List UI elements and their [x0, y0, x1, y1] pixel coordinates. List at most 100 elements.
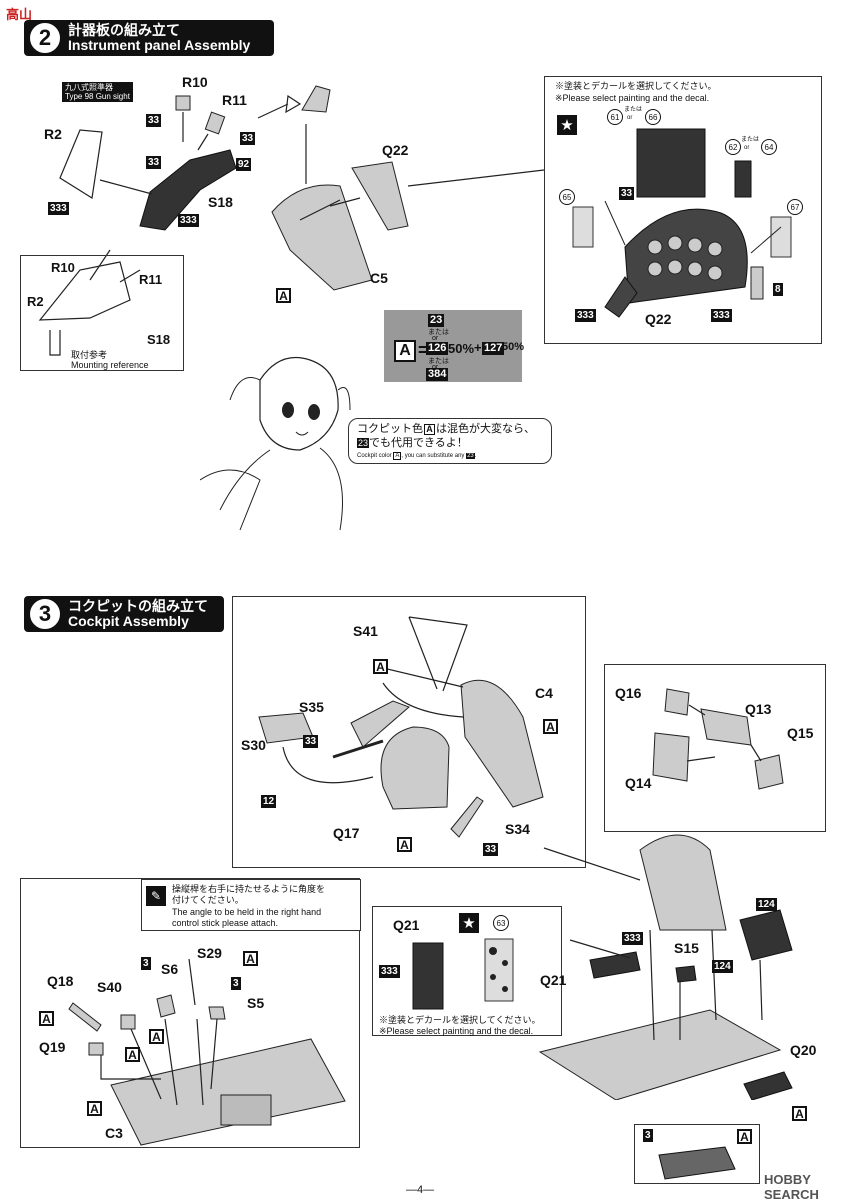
part-s15-shape	[675, 965, 697, 983]
label-c5: C5	[370, 270, 388, 286]
decal-61: 61	[607, 109, 623, 125]
label-s5: S5	[247, 995, 265, 1011]
mix-or-jp-2: または	[428, 358, 449, 365]
mix-color-a: A	[394, 340, 416, 362]
mix-code-23: 23	[428, 314, 445, 327]
pencil-icon: ✎	[146, 886, 166, 906]
watermark-top: 高山	[6, 7, 33, 22]
color-a-q20: A	[792, 1106, 807, 1121]
q21-decal-panel: Q21 ★ 63 333 ※塗装とデカールを選択してください。 ※Please …	[372, 906, 562, 1036]
mix-code-126: 126	[426, 342, 449, 355]
label-c4: C4	[535, 685, 553, 701]
speech-en-code-23: 23	[466, 453, 475, 459]
label-r11-ref: R11	[139, 272, 163, 287]
label-q13: Q13	[745, 701, 772, 717]
gunsight-tag-jp: 九八式照準器	[65, 83, 113, 92]
decal-sheet-side	[734, 160, 752, 198]
mounting-ref-jp: 取付参考	[71, 350, 108, 360]
decal-67: 67	[787, 199, 803, 215]
stick-note-jp-1: 操縦桿を右手に持たせるように角度を	[172, 884, 326, 894]
part-r11-shape	[204, 111, 226, 135]
code-33-c: 33	[146, 156, 162, 169]
label-s41: S41	[353, 623, 378, 639]
label-r10: R10	[182, 74, 208, 90]
speech-color-a: A	[424, 423, 435, 435]
step3-header: 3 コクピットの組み立て Cockpit Assembly	[24, 596, 224, 632]
part-c4-shape	[460, 679, 544, 808]
step3-title-en: Cockpit Assembly	[68, 613, 189, 629]
color-a-s6: A	[149, 1029, 164, 1044]
code-124-a: 124	[712, 960, 733, 973]
mix-or-jp-1: または	[428, 329, 449, 336]
speech-line2: 23でも代用できるよ！	[357, 437, 468, 450]
mix-pct-127: 50%	[502, 341, 525, 353]
seat-assembly-panel: S41 A C4 A S35 33 S30 12 Q17 A S34 33	[232, 596, 586, 868]
or-jp-62: または	[741, 137, 760, 143]
decal-65: 65	[559, 189, 575, 205]
code-33-s34: 33	[483, 843, 499, 856]
color-a-q18: A	[39, 1011, 54, 1026]
mix-plus: +	[474, 340, 482, 355]
label-s30: S30	[241, 737, 266, 753]
label-q22-panel: Q22	[645, 311, 672, 327]
star-icon: ★	[557, 115, 577, 135]
or-en-61: or	[627, 115, 633, 121]
mix-or-en-1: or	[432, 335, 439, 342]
part-c3-shape	[110, 1038, 346, 1146]
code-33-s35: 33	[303, 735, 319, 748]
label-q22: Q22	[382, 142, 409, 158]
speech-jp-1b: は混色が大変なら、	[436, 423, 535, 435]
step3-number: 3	[28, 597, 62, 631]
code-3-q20: 3	[643, 1129, 653, 1142]
mix-code-127: 127	[482, 342, 505, 355]
decal-note-en: ※Please select painting and the decal.	[555, 93, 710, 103]
color-a-c4: A	[543, 719, 558, 734]
cockpit-floor-shape	[538, 1009, 782, 1100]
decal-note-jp: ※塗装とデカールを選択してください。	[555, 81, 717, 91]
label-q17: Q17	[333, 825, 360, 841]
star-icon-q21: ★	[459, 913, 479, 933]
step2-number: 2	[28, 21, 62, 55]
mix-or-en-2: or	[432, 364, 438, 371]
part-q22-shape	[351, 161, 409, 231]
watermark-bottom: HOBBY SEARCH	[764, 1172, 819, 1202]
speech-en: Cockpit color A, you can substitute any …	[357, 452, 477, 460]
color-mix-box: A = 23 または or 126 50% + 127 50% または or 3…	[384, 310, 525, 382]
color-a-s29: A	[243, 951, 258, 966]
mix-code-384: 384	[426, 368, 449, 381]
code-33-a: 33	[146, 114, 162, 127]
label-q18: Q18	[47, 973, 74, 989]
part-q15-shape	[754, 754, 784, 790]
label-r10-ref: R10	[51, 260, 75, 275]
code-33-panel: 33	[619, 187, 635, 200]
stick-note-jp-2: 付けてください。	[172, 895, 244, 905]
part-q14-shape	[652, 732, 690, 782]
mounting-ref-en: Mounting reference	[71, 360, 149, 370]
color-a-c5: A	[276, 288, 291, 303]
decal-65-sheet	[572, 206, 594, 248]
code-3-b: 3	[231, 977, 241, 990]
or-jp-61: または	[624, 107, 643, 113]
speech-code-23: 23	[357, 438, 370, 448]
mix-equals: =	[418, 340, 429, 360]
step3-title-jp: コクピットの組み立て	[68, 598, 208, 614]
label-q21-panel: Q21	[393, 917, 420, 933]
code-12: 12	[261, 795, 277, 808]
stick-note-en-2: control stick please attach.	[172, 918, 279, 928]
label-s34: S34	[505, 821, 530, 837]
code-124-b: 124	[756, 898, 777, 911]
label-s18-ref: S18	[147, 332, 171, 347]
label-s15: S15	[674, 940, 699, 956]
decal-63: 63	[493, 915, 509, 931]
decal-panel-step2: ※塗装とデカールを選択してください。 ※Please select painti…	[544, 76, 822, 344]
label-q20: Q20	[790, 1042, 817, 1058]
code-333-panel-b: 333	[711, 309, 732, 322]
label-q14: Q14	[625, 775, 652, 791]
part-q21-shape	[589, 951, 641, 979]
part-q20-shape	[743, 1071, 793, 1100]
label-s35: S35	[299, 699, 324, 715]
color-a-c3: A	[87, 1101, 102, 1116]
q13-q16-panel: Q16 Q13 Q15 Q14	[604, 664, 826, 832]
speech-jp-2: でも代用できるよ！	[369, 437, 468, 449]
part-q17-shape	[380, 726, 450, 810]
